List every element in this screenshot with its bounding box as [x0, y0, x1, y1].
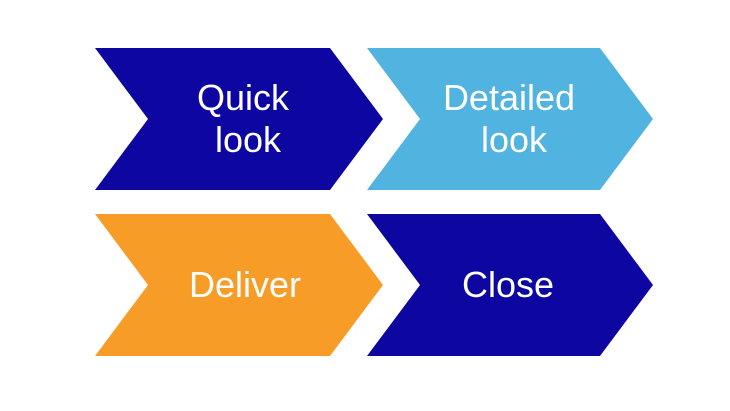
chevron-shape-deliver[interactable] [95, 214, 383, 356]
chevron-shape-quick-look[interactable] [95, 48, 383, 190]
chevron-label-close: Close [462, 264, 554, 305]
chevron-shape-close[interactable] [367, 214, 653, 356]
chevron-shape-detailed-look[interactable] [367, 48, 653, 190]
chevron-label-quick-look: Quick look [197, 77, 299, 160]
chevron-step-quick-look[interactable]: Quick look [95, 48, 383, 190]
chevron-label-line-1: Close [462, 264, 554, 305]
chevron-step-deliver[interactable]: Deliver [95, 214, 383, 356]
chevron-label-line-1: Detailed [443, 77, 575, 118]
chevron-step-detailed-look[interactable]: Detailed look [367, 48, 653, 190]
chevron-label-line-2: look [481, 119, 548, 160]
chevron-label-deliver: Deliver [189, 264, 301, 305]
chevron-label-detailed-look: Detailed look [443, 77, 585, 160]
chevron-label-line-1: Quick [197, 77, 290, 118]
chevron-label-line-2: look [215, 119, 282, 160]
chevron-label-line-1: Deliver [189, 264, 301, 305]
chevron-step-close[interactable]: Close [367, 214, 653, 356]
